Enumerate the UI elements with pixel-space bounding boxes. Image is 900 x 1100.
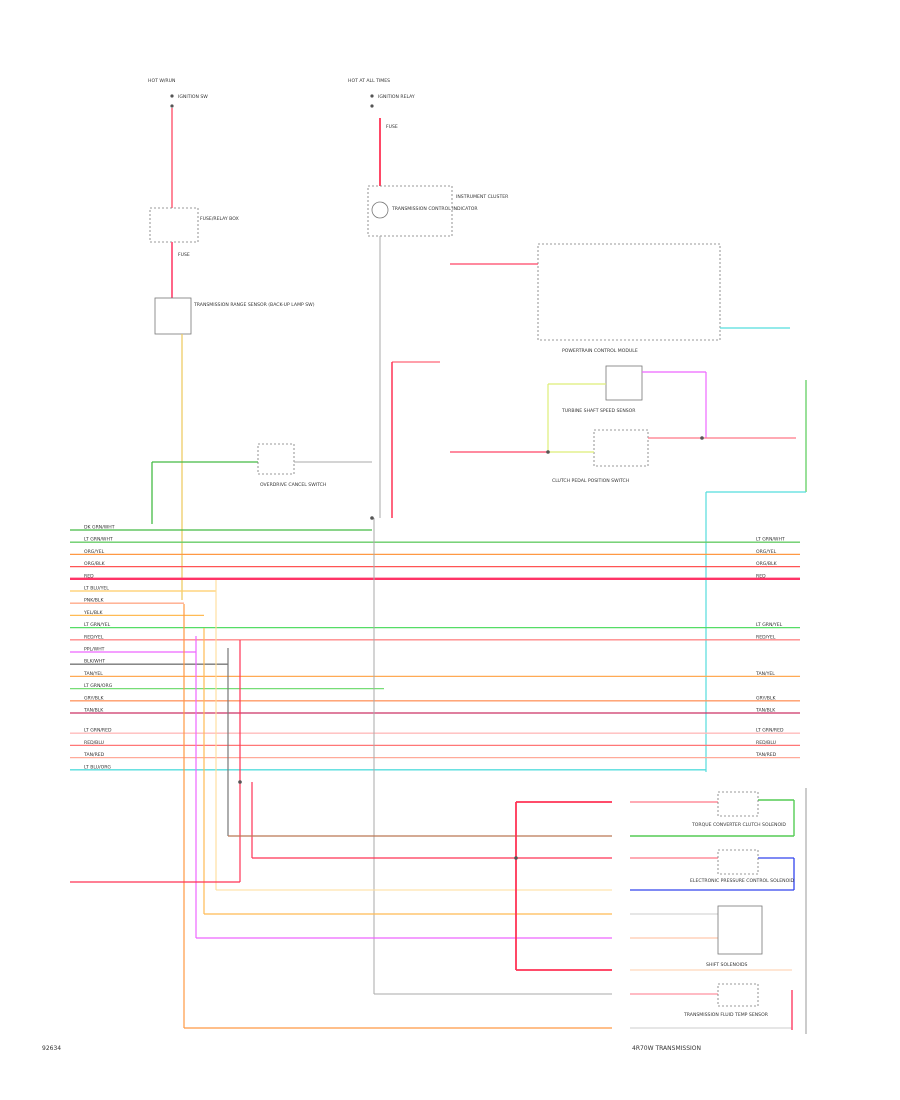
clutch-switch-box	[593, 429, 649, 467]
label-trans-control-indicator: TRANSMISSION CONTROL INDICATOR	[391, 206, 478, 212]
footer-right: 4R70W TRANSMISSION	[632, 1045, 701, 1052]
label-tcc-solenoid: TORQUE CONVERTER CLUTCH SOLENOID	[691, 822, 786, 828]
bus-wire-label: LT GRN/RED	[84, 728, 112, 734]
bus-wire-label: YEL/BLK	[83, 610, 104, 616]
relay-contact	[370, 104, 374, 108]
bus-wire-label-right: RED/YEL	[756, 634, 776, 640]
label-hot-run-left: HOT W/RUN	[148, 78, 175, 84]
bus-wire-label-right: GRY/BLK	[756, 695, 777, 701]
footer-left: 92634	[42, 1045, 61, 1052]
label-ignition-relay: IGNITION RELAY	[378, 94, 415, 100]
bus-wire-label-right: LT GRN/RED	[756, 728, 784, 734]
bus-wire-label: LT GRN/WHT	[84, 537, 113, 543]
label-pcm: POWERTRAIN CONTROL MODULE	[562, 348, 638, 354]
bus-wire-label-right: TAN/YEL	[755, 671, 775, 677]
switch-contact	[170, 94, 174, 98]
label-overdrive-switch: OVERDRIVE CANCEL SWITCH	[260, 482, 326, 488]
bus-wire-label: RED/YEL	[84, 634, 104, 640]
bus-wire-label-right: ORG/YEL	[756, 549, 777, 555]
label-trans-fluid-temp: TRANSMISSION FLUID TEMP SENSOR	[683, 1012, 769, 1018]
bus-wire-label: PNK/BLK	[84, 598, 104, 604]
bus-wire-label: ORG/BLK	[84, 561, 106, 567]
label-epc-solenoid: ELECTRONIC PRESSURE CONTROL SOLENOID	[690, 878, 795, 884]
tft-sensor-box	[717, 983, 759, 1007]
tcc-solenoid-box	[717, 791, 759, 817]
bus-wire-label: ORG/YEL	[84, 549, 105, 555]
bus-wire-label: GRY/BLK	[84, 695, 105, 701]
turbine-sensor-box	[605, 365, 643, 401]
splice-dot	[700, 436, 704, 440]
bus-wire-label: DK GRN/WHT	[84, 525, 115, 531]
bus-wire-label-right: RED/BLU	[756, 740, 776, 746]
label-hot-run-start: HOT AT ALL TIMES	[348, 78, 390, 84]
label-turbine-sensor: TURBINE SHAFT SPEED SENSOR	[561, 408, 636, 414]
bus-wire-label: LT BLU/ORG	[84, 764, 111, 770]
label-shift-solenoids: SHIFT SOLENOIDS	[706, 962, 747, 968]
switch-contact	[170, 104, 174, 108]
bus-wire-label-right: LT GRN/YEL	[756, 622, 783, 628]
shift-solenoids-box	[717, 905, 763, 955]
instrument-cluster-box	[367, 185, 453, 237]
splice-dot	[514, 856, 518, 860]
bus-wire-label: LT GRN/ORG	[84, 683, 113, 689]
wire-harness-labels: DK GRN/WHT LT GRN/WHT LT GRN/WHT ORG/YEL ORG…	[83, 525, 785, 771]
label-trans-range-sensor: TRANSMISSION RANGE SENSOR (BACK-UP LAMP …	[193, 302, 315, 308]
label-clutch-switch: CLUTCH PEDAL POSITION SWITCH	[552, 478, 629, 484]
epc-solenoid-box	[717, 849, 759, 875]
bus-wire-label: TAN/BLK	[83, 708, 104, 714]
splice-dot	[546, 450, 550, 454]
splice-dot	[238, 780, 242, 784]
label-ignition-switch: IGNITION SW	[178, 94, 208, 100]
bus-wire-label: BLK/WHT	[84, 659, 105, 665]
bus-wire-label: RED	[84, 573, 94, 579]
bus-wire-label: TAN/YEL	[83, 671, 103, 677]
label-fuse-box: FUSE/RELAY BOX	[200, 216, 239, 222]
bus-wire-label-right: RED	[756, 573, 766, 579]
bus-wire-label-right: LT GRN/WHT	[756, 537, 785, 543]
bus-wire-label-right: TAN/RED	[755, 752, 777, 758]
bus-wire-label-right: TAN/BLK	[755, 708, 776, 714]
bus-wire-label: LT BLU/YEL	[84, 586, 109, 592]
splice-dot	[370, 516, 374, 520]
bus-wire-label-right: ORG/BLK	[756, 561, 778, 567]
indicator-lamp-icon	[371, 201, 389, 219]
label-fuse-left: FUSE	[178, 252, 190, 258]
pcm-box	[537, 243, 721, 341]
label-fuse-right: FUSE	[386, 124, 398, 130]
bus-wire-label: RED/BLU	[84, 740, 104, 746]
trans-range-sensor-box	[154, 297, 192, 335]
bus-wire-label: PPL/WHT	[84, 647, 105, 653]
bus-wire-label: TAN/RED	[83, 752, 105, 758]
bus-wire-label: LT GRN/YEL	[84, 622, 111, 628]
label-instrument-cluster: INSTRUMENT CLUSTER	[456, 194, 509, 200]
overdrive-switch-box	[257, 443, 295, 475]
wire-harness-bus	[70, 529, 800, 771]
relay-contact	[370, 94, 374, 98]
fuse-box-left	[149, 207, 199, 243]
